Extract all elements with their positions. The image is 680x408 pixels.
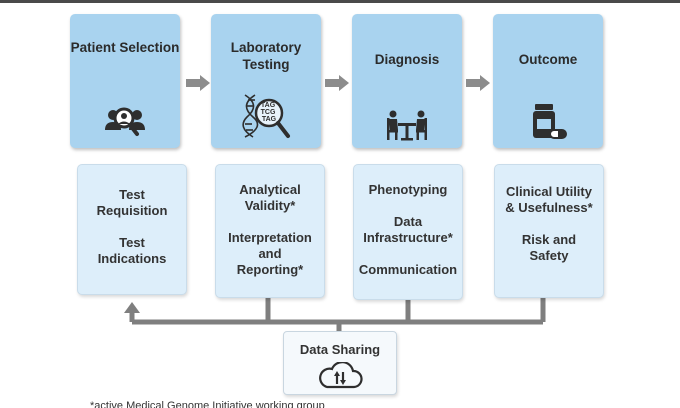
dna-magnifier-icon: TAG TCG TAG <box>242 94 290 138</box>
dna-line-3: TAG <box>262 116 277 123</box>
stage-title: Outcome <box>518 52 578 67</box>
flow-arrow-1 <box>186 75 210 91</box>
dna-line-1: TAG <box>261 102 276 109</box>
stage-patient-selection: Patient Selection <box>70 14 180 148</box>
detail-patient-selection: Test Requisition Test Indications <box>77 164 187 295</box>
stage-laboratory-testing: Laboratory Testing TAG TCG TAG <box>211 14 321 148</box>
detail-text: Phenotyping Data Infrastructure* Communi… <box>358 182 458 277</box>
stage-outcome: Outcome <box>493 14 603 148</box>
dna-sequence-label: TAG TCG TAG <box>261 102 278 123</box>
stage-title: Diagnosis <box>374 52 440 67</box>
detail-text: Test Requisition Test Indications <box>96 187 168 266</box>
detail-laboratory-testing: Analytical Validity* Interpretation and … <box>215 164 325 298</box>
patient-search-icon <box>105 107 145 136</box>
flow-arrow-2 <box>325 75 349 91</box>
feedback-arrowhead <box>124 302 140 313</box>
dna-line-2: TCG <box>261 109 276 116</box>
detail-text: Clinical Utility & Usefulness* Risk and … <box>505 184 593 263</box>
stage-diagnosis: Diagnosis <box>352 14 462 148</box>
detail-text: Analytical Validity* Interpretation and … <box>228 182 312 277</box>
data-sharing-box: Data Sharing <box>283 331 397 395</box>
footnote: *active Medical Genome Initiative workin… <box>90 400 325 408</box>
detail-diagnosis: Phenotyping Data Infrastructure* Communi… <box>353 164 463 300</box>
top-rule <box>0 0 680 3</box>
detail-outcome: Clinical Utility & Usefulness* Risk and … <box>494 164 604 298</box>
stage-title: Patient Selection <box>70 40 180 55</box>
data-sharing-title: Data Sharing <box>299 342 381 357</box>
flow-arrow-3 <box>466 75 490 91</box>
cloud-sync-icon <box>319 362 363 389</box>
medication-icon <box>533 104 567 139</box>
consultation-icon <box>387 110 427 141</box>
stage-title: Laboratory Testing <box>230 40 302 72</box>
